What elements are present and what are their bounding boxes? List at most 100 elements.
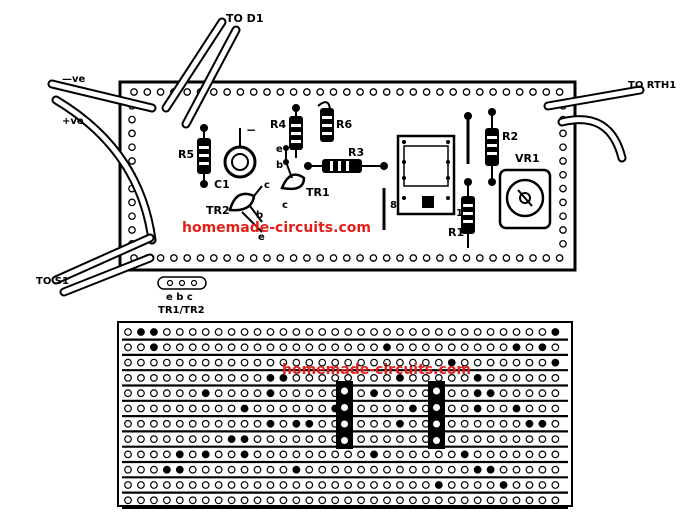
board-hole — [236, 254, 245, 262]
label-positive: +ve — [62, 116, 84, 127]
strip-hole — [344, 358, 353, 367]
solder-point — [240, 435, 249, 443]
strip-hole — [447, 419, 456, 428]
board-hole — [462, 88, 471, 96]
solder-point — [240, 450, 249, 458]
strip-hole — [305, 465, 314, 474]
strip-hole — [305, 404, 314, 413]
board-hole — [130, 88, 138, 96]
strip-hole — [266, 358, 275, 367]
strip-hole — [525, 435, 534, 444]
strip-hole — [447, 343, 456, 352]
strip-hole — [409, 343, 417, 352]
strip-hole — [370, 343, 378, 352]
board-hole — [183, 88, 192, 96]
board-hole — [156, 254, 165, 262]
strip-hole — [357, 374, 366, 382]
strip-hole — [137, 358, 145, 367]
strip-hole — [124, 450, 132, 459]
strip-hole — [279, 343, 288, 352]
solder-point — [305, 420, 313, 428]
strip-hole — [318, 481, 327, 489]
board-hole — [249, 88, 258, 96]
wire-to-d1 — [161, 17, 241, 129]
strip-hole — [460, 343, 469, 352]
strip-hole — [434, 328, 443, 336]
strip-hole — [447, 389, 456, 398]
strip-hole — [525, 389, 534, 398]
board-hole — [559, 129, 567, 138]
board-hole — [542, 88, 551, 96]
strip-hole — [538, 358, 547, 367]
strip-hole — [486, 481, 495, 489]
strip-hole — [305, 435, 314, 444]
strip-hole — [240, 328, 249, 336]
strip-hole — [137, 450, 145, 459]
label-tr2: TR2 — [206, 204, 230, 217]
board-hole — [170, 254, 178, 262]
strip-hole — [409, 358, 417, 367]
strip-hole — [357, 496, 366, 505]
strip-hole — [486, 404, 495, 413]
strip-hole — [331, 374, 340, 382]
ic-hole — [432, 386, 441, 396]
strip-hole — [149, 374, 158, 382]
strip-hole — [512, 496, 521, 505]
strip-hole — [188, 419, 197, 428]
strip-hole — [370, 404, 378, 413]
label-to-rth1: TO RTH1 — [628, 80, 676, 91]
strip-hole — [525, 465, 534, 474]
strip-hole — [525, 374, 534, 382]
strip-hole — [279, 389, 288, 398]
label-vr1: VR1 — [515, 152, 540, 165]
solder-point — [176, 466, 184, 474]
strip-hole — [331, 496, 340, 505]
strip-hole — [331, 328, 340, 336]
label-pin-e1: e — [276, 144, 283, 155]
strip-hole — [227, 389, 236, 398]
strip-hole — [473, 450, 482, 459]
board-hole — [128, 212, 136, 221]
strip-hole — [175, 358, 184, 367]
label-c1-minus: − — [246, 123, 256, 137]
label-negative: —ve — [62, 74, 86, 85]
board-hole — [436, 254, 444, 262]
strip-hole — [331, 343, 340, 352]
strip-hole — [434, 465, 443, 474]
solder-point — [474, 466, 482, 474]
strip-hole — [305, 481, 314, 489]
strip-hole — [162, 450, 171, 459]
strip-hole — [512, 450, 521, 459]
strip-hole — [149, 389, 158, 398]
ic-hole — [432, 436, 441, 445]
strip-hole — [551, 435, 560, 444]
strip-hole — [227, 450, 236, 459]
strip-hole — [357, 481, 366, 489]
board-hole — [209, 254, 218, 262]
board-hole — [356, 88, 364, 96]
strip-hole — [383, 496, 391, 505]
solder-point — [163, 466, 171, 474]
strip-hole — [227, 496, 236, 505]
strip-hole — [538, 374, 547, 382]
board-hole — [382, 254, 391, 262]
label-r2: R2 — [502, 130, 518, 143]
transistor-tr2 — [228, 185, 263, 233]
strip-hole — [279, 435, 288, 444]
ic-hole — [432, 403, 441, 412]
board-hole — [409, 88, 418, 96]
strip-hole — [344, 450, 353, 459]
strip-hole — [162, 435, 171, 444]
strip-hole — [162, 481, 171, 489]
strip-hole — [460, 465, 469, 474]
strip-hole — [525, 358, 534, 367]
strip-hole — [499, 465, 508, 474]
strip-hole — [421, 328, 430, 336]
board-hole — [502, 254, 511, 262]
strip-hole — [253, 450, 262, 459]
strip-hole — [409, 435, 417, 444]
strip-hole — [460, 328, 469, 336]
strip-hole — [499, 343, 508, 352]
solder-point — [435, 481, 443, 489]
strip-hole — [396, 435, 404, 444]
